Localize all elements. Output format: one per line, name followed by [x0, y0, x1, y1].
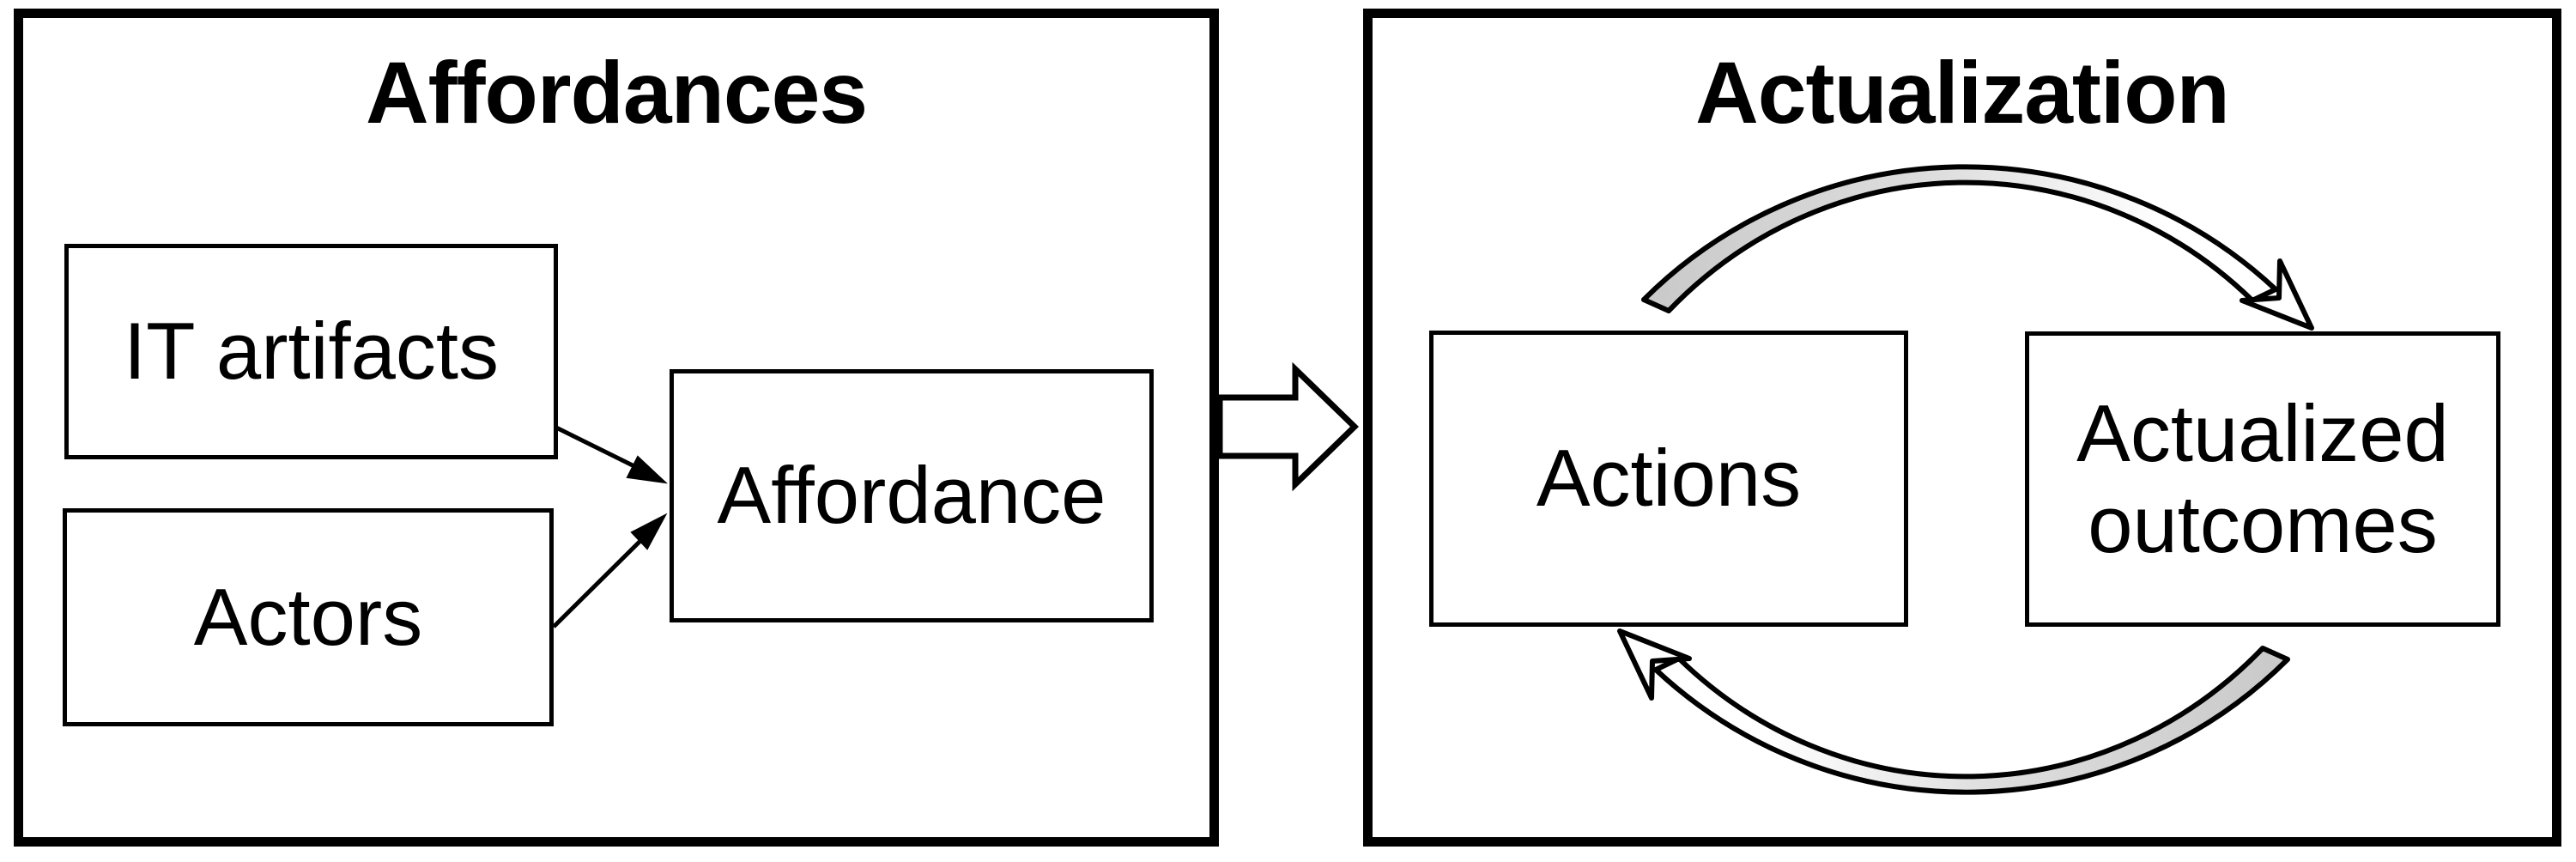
- actors-box: Actors: [63, 508, 554, 726]
- actions-label: Actions: [1536, 433, 1802, 524]
- affordance-label: Affordance: [717, 450, 1106, 541]
- it-artifacts-label: IT artifacts: [123, 306, 500, 397]
- actors-label: Actors: [193, 571, 423, 662]
- affordances-panel: Affordances IT artifacts Actors Affordan…: [14, 9, 1219, 847]
- affordance-box: Affordance: [670, 369, 1154, 622]
- actualized-outcomes-label: Actualized outcomes: [2076, 387, 2449, 569]
- it-artifacts-box: IT artifacts: [64, 244, 558, 459]
- affordances-to-actualization-block-arrow: [1216, 361, 1360, 492]
- actions-box: Actions: [1429, 331, 1908, 627]
- actualization-panel: Actualization Actions Actualized outcome…: [1363, 9, 2561, 847]
- actualization-panel-title: Actualization: [1695, 44, 2230, 142]
- actualized-outcomes-box: Actualized outcomes: [2025, 331, 2500, 627]
- affordances-panel-title: Affordances: [365, 44, 868, 142]
